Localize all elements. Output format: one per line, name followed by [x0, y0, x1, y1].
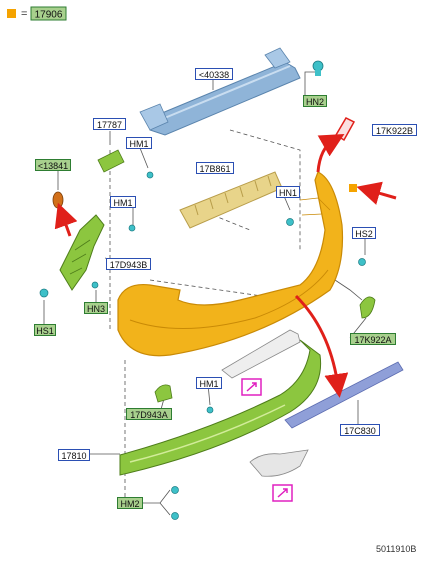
- part-label-hn3[interactable]: HN3: [84, 302, 108, 314]
- center-trim: [221, 329, 301, 379]
- part-label-hs2[interactable]: HS2: [352, 227, 376, 239]
- bumper-cover: [117, 171, 344, 357]
- plug-13841: [52, 191, 64, 209]
- link-icon-2[interactable]: [272, 484, 293, 502]
- red-arrows: [54, 134, 397, 398]
- reflector-17k922b: [334, 117, 356, 142]
- bracket-17d943a: [154, 384, 173, 403]
- fasteners: [39, 171, 366, 520]
- left-bracket-detail: [69, 239, 91, 275]
- legend-code-box: [30, 6, 67, 21]
- orange-marker: [349, 184, 357, 192]
- part-label-l40338[interactable]: <40338: [195, 68, 233, 80]
- reinforcement-beam: [139, 47, 301, 136]
- part-label-l17787[interactable]: 17787: [93, 118, 126, 130]
- part-label-l17810[interactable]: 17810: [58, 449, 90, 461]
- part-label-l17k922a[interactable]: 17K922A: [350, 333, 396, 345]
- part-label-l17c830[interactable]: 17C830: [340, 424, 380, 436]
- lower-trim: [249, 449, 309, 477]
- footer-code: 5011910B: [376, 544, 417, 554]
- clip-hn2-part: [312, 60, 324, 76]
- energy-absorber: [179, 171, 283, 229]
- legend: = 17906: [7, 6, 67, 21]
- legend-equals: =: [21, 8, 27, 20]
- lower-valance: [119, 339, 322, 476]
- part-label-l17b861[interactable]: 17B861: [196, 162, 234, 174]
- part-label-hs1[interactable]: HS1: [34, 324, 56, 336]
- legend-marker: [7, 9, 16, 18]
- part-label-hn2[interactable]: HN2: [303, 95, 327, 107]
- part-label-l17d943b[interactable]: 17D943B: [106, 258, 151, 270]
- part-label-l17k922b[interactable]: 17K922B: [372, 124, 417, 136]
- part-label-hn1[interactable]: HN1: [276, 186, 300, 198]
- part-label-hm1-mid[interactable]: HM1: [196, 377, 222, 389]
- link-icon-1[interactable]: [241, 378, 262, 396]
- part-label-hm1-top[interactable]: HM1: [126, 137, 152, 149]
- part-label-hm2[interactable]: HM2: [117, 497, 143, 509]
- part-label-l13841[interactable]: <13841: [35, 159, 71, 171]
- legend-code: 17906: [35, 10, 63, 21]
- reflector-17k922a: [359, 296, 376, 319]
- part-label-hm1-left[interactable]: HM1: [110, 196, 136, 208]
- part-label-l17d943a[interactable]: 17D943A: [126, 408, 172, 420]
- left-bracket: [59, 149, 125, 291]
